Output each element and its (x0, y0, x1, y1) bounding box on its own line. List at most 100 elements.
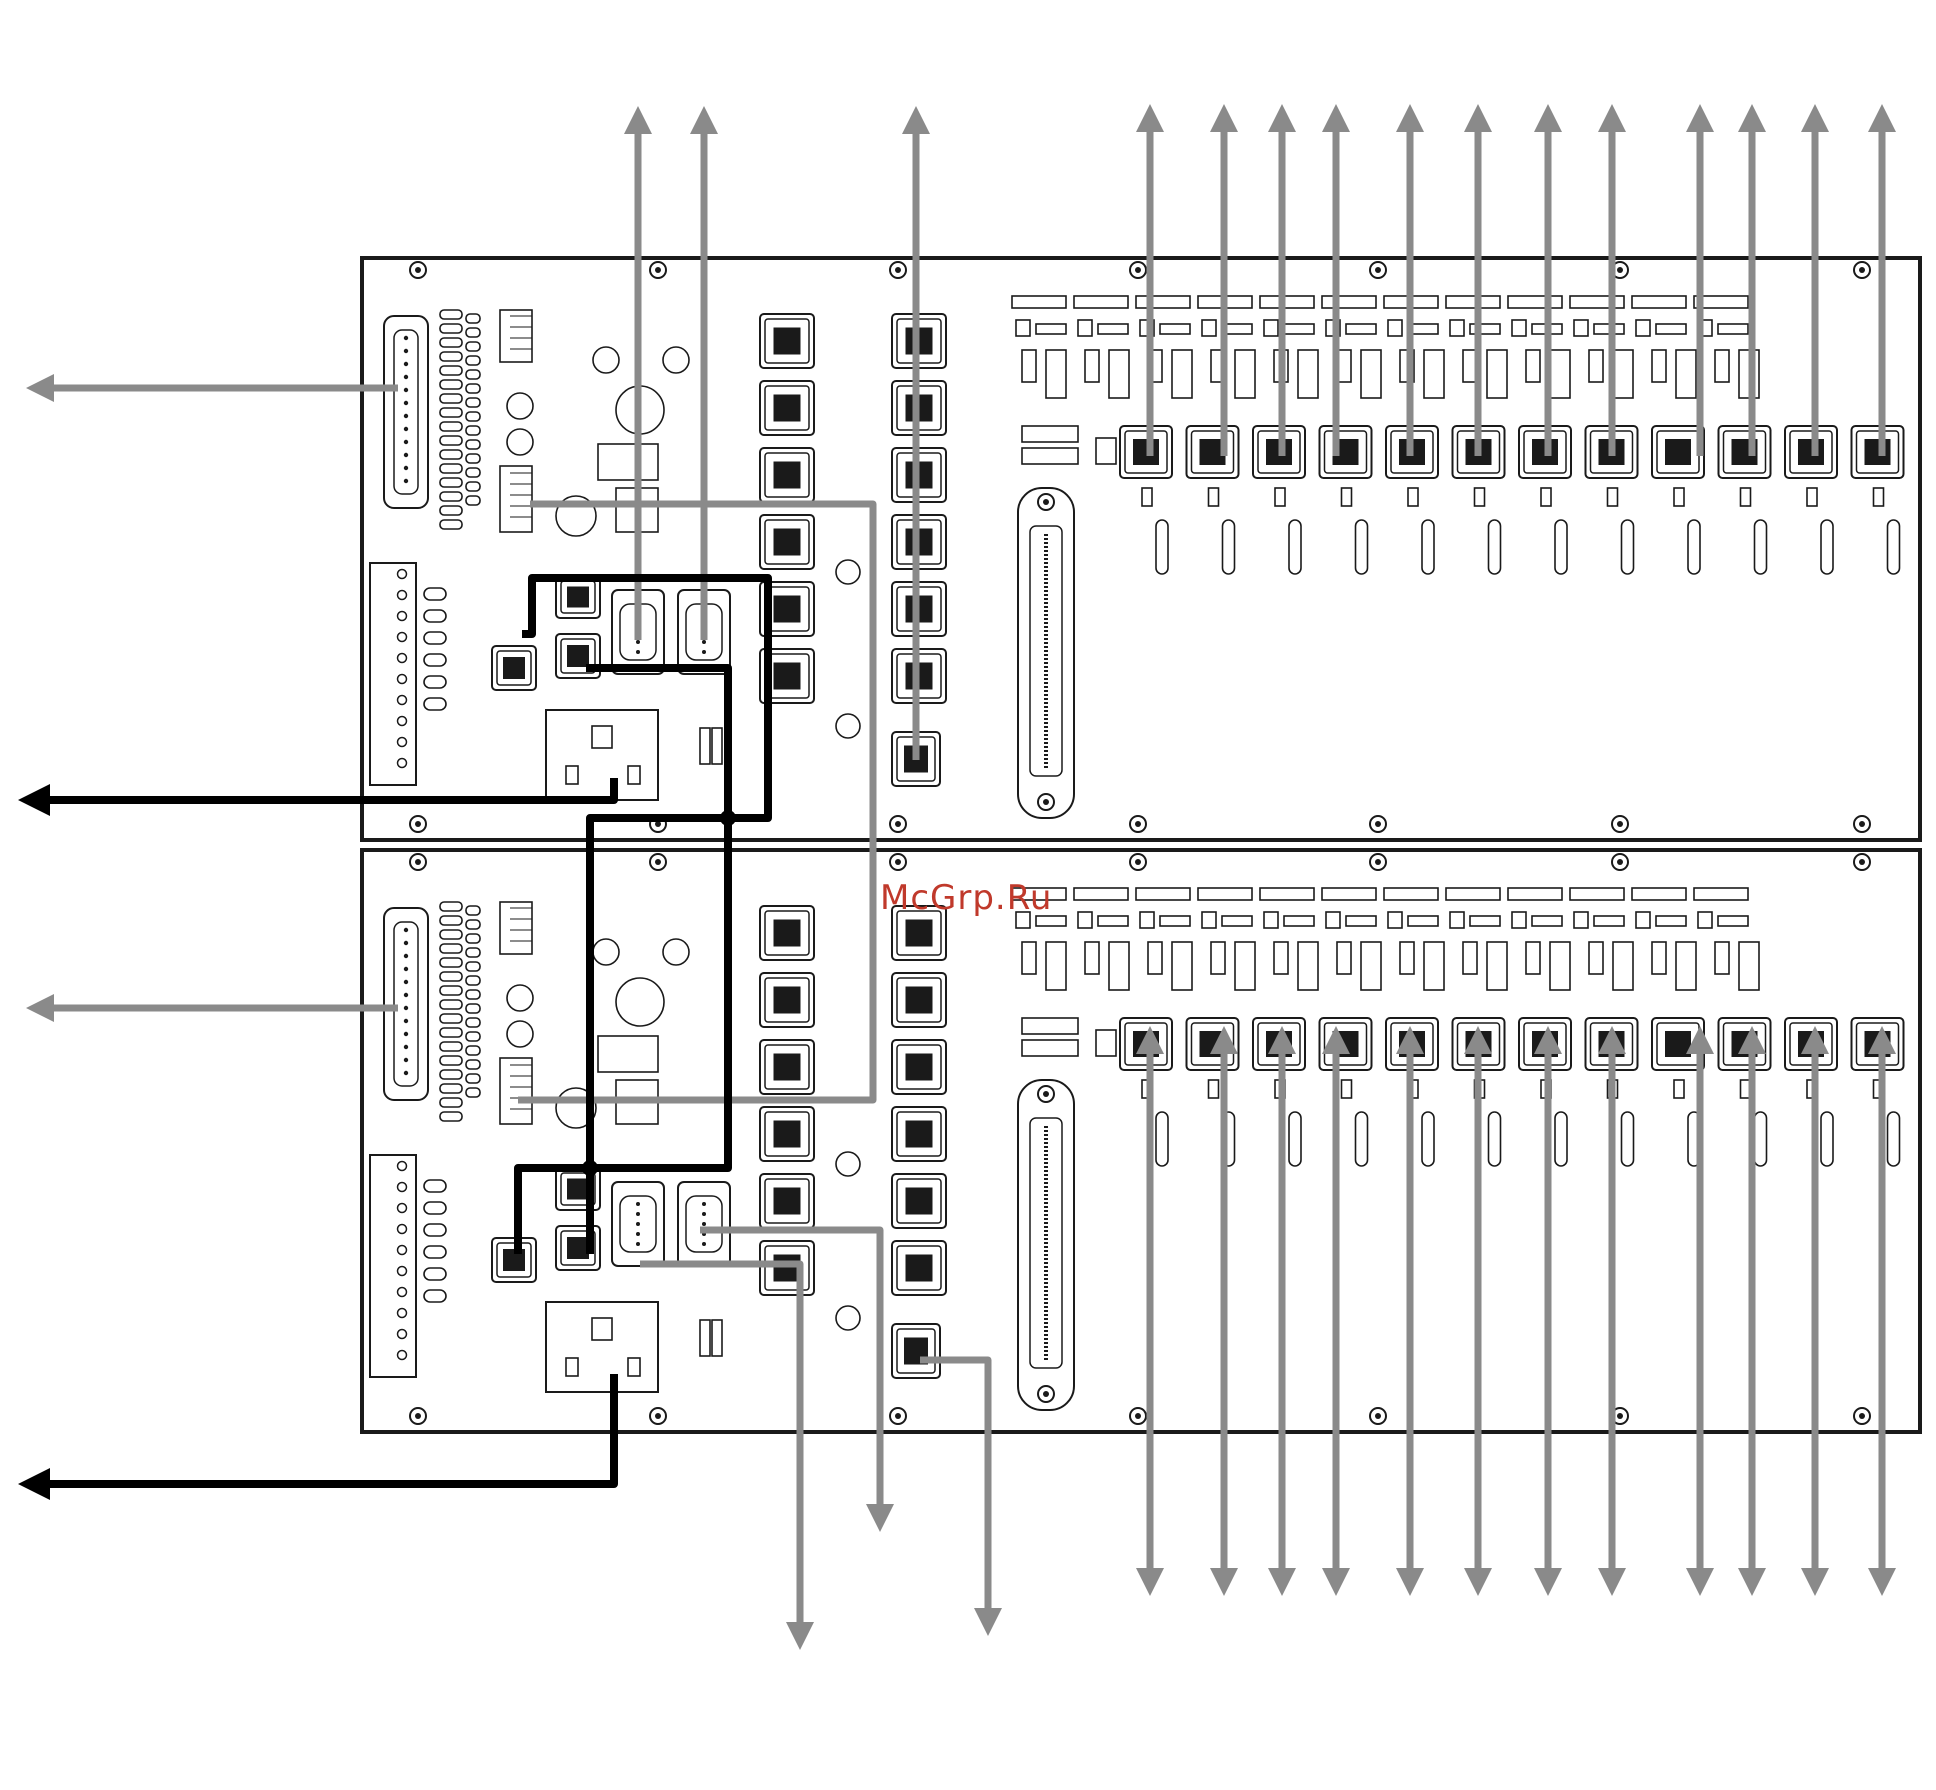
resistor (466, 906, 480, 915)
resistor (1078, 320, 1092, 336)
rj-jack (760, 973, 814, 1027)
power-inlet (546, 710, 658, 800)
resistor (1408, 916, 1438, 926)
line-jack (1320, 426, 1372, 478)
relay (1715, 942, 1729, 974)
resistor-pack (1694, 888, 1748, 900)
relay (1235, 942, 1255, 990)
fuse (1555, 520, 1567, 574)
resistor (1656, 916, 1686, 926)
resistor (1656, 324, 1686, 334)
resistor (1574, 320, 1588, 336)
resistor (440, 958, 462, 967)
resistor (440, 916, 462, 925)
fuse (1489, 520, 1501, 574)
fuse (1888, 520, 1900, 574)
relay (1652, 350, 1666, 382)
relay (1274, 942, 1288, 974)
resistor-pack (1508, 888, 1562, 900)
rj-jack (760, 1241, 814, 1295)
resistor (466, 1046, 480, 1055)
resistor (1450, 912, 1464, 928)
resistor (440, 986, 462, 995)
line-jack (1719, 426, 1771, 478)
rj-jack (760, 515, 814, 569)
screw-icon (650, 854, 666, 870)
relay (1235, 350, 1255, 398)
terminal-strip (370, 563, 416, 785)
resistor (466, 328, 480, 337)
screw-icon (1130, 816, 1146, 832)
resistor (424, 654, 446, 666)
junction-dot (720, 810, 736, 826)
resistor (440, 380, 462, 389)
resistor (424, 632, 446, 644)
resistor (466, 496, 480, 505)
resistor (1718, 916, 1748, 926)
resistor-pack (1446, 296, 1500, 308)
resistor (424, 1224, 446, 1236)
fuse (712, 1320, 722, 1356)
resistor (466, 962, 480, 971)
resistor-pack (1384, 888, 1438, 900)
screw-icon (1038, 494, 1054, 510)
resistor (440, 1084, 462, 1093)
resistor-pack (1260, 888, 1314, 900)
relay (1652, 942, 1666, 974)
screw-icon (410, 854, 426, 870)
resistor (424, 1180, 446, 1192)
lower-unit (362, 850, 1920, 1432)
resistor (1264, 320, 1278, 336)
resistor (1140, 912, 1154, 928)
fuse (1275, 488, 1285, 506)
resistor (440, 930, 462, 939)
screw-icon (1038, 1086, 1054, 1102)
relay (1589, 942, 1603, 974)
fuse (1755, 1112, 1767, 1166)
fuse (1874, 488, 1884, 506)
resistor (440, 1042, 462, 1051)
fuse (1342, 1080, 1352, 1098)
resistor (1532, 916, 1562, 926)
relay (1298, 942, 1318, 990)
line-jack (1785, 426, 1837, 478)
relay (1400, 942, 1414, 974)
resistor (1222, 916, 1252, 926)
line-jack (1852, 1018, 1904, 1070)
screw-icon (410, 1408, 426, 1424)
relay (1715, 350, 1729, 382)
upper-unit (362, 258, 1920, 840)
resistor (466, 976, 480, 985)
resistor (466, 990, 480, 999)
line-jack (1187, 1018, 1239, 1070)
screw-icon (890, 816, 906, 832)
capacitor (663, 939, 689, 965)
chip (1096, 438, 1116, 464)
fuse (1555, 1112, 1567, 1166)
resistor-pack (1012, 296, 1066, 308)
resistor (440, 944, 462, 953)
resistor-pack (1198, 888, 1252, 900)
resistor-pack (1446, 888, 1500, 900)
resistor (1698, 912, 1712, 928)
resistor (424, 1268, 446, 1280)
resistor (1284, 916, 1314, 926)
resistor (466, 314, 480, 323)
relay (1211, 942, 1225, 974)
resistor (440, 338, 462, 347)
resistor-pack (1632, 888, 1686, 900)
fuse (1688, 520, 1700, 574)
relay (1337, 942, 1351, 974)
rj-jack (892, 1174, 946, 1228)
fuse (1821, 520, 1833, 574)
screw-icon (650, 262, 666, 278)
resistor (1388, 912, 1402, 928)
fuse (1622, 520, 1634, 574)
chip (1022, 426, 1078, 442)
resistor (466, 426, 480, 435)
capacitor (836, 714, 860, 738)
fuse (700, 728, 710, 764)
resistor-pack (1260, 296, 1314, 308)
screw-icon (1370, 1408, 1386, 1424)
screw-icon (1370, 816, 1386, 832)
